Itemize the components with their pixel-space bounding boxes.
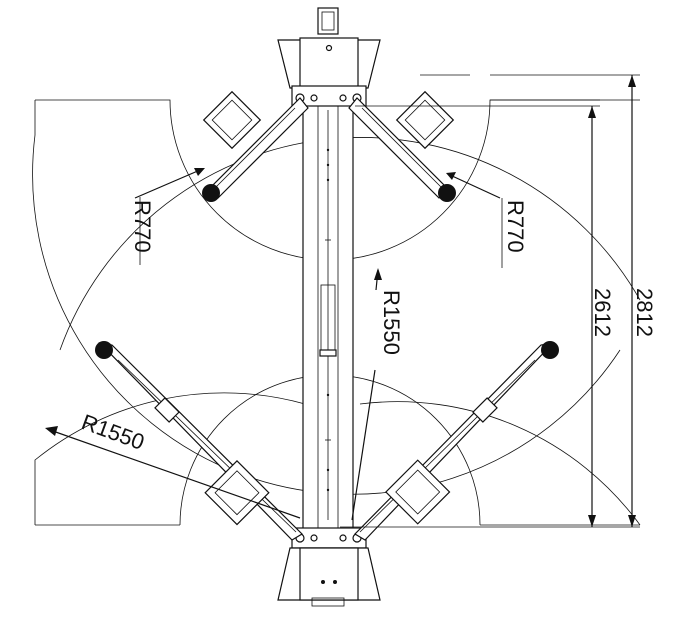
dimension-label-2812: 2812 [632,288,657,337]
radius-label-upper-right: R770 [503,200,528,253]
dimension-label-2612: 2612 [590,288,615,337]
radius-label-upper-left: R770 [130,200,155,253]
lower-right-arc [359,401,641,526]
dimension-lines [139,74,640,528]
leader-lines [45,168,501,521]
radius-label-center: R1550 [379,290,404,355]
radius-label-lower-left: R1550 [78,409,147,455]
center-beam [302,99,354,531]
lower-left-arm [95,341,303,541]
lower-right-arm [354,341,559,541]
upper-left-arm [202,90,309,202]
top-column [277,7,381,107]
bottom-column [277,527,381,607]
